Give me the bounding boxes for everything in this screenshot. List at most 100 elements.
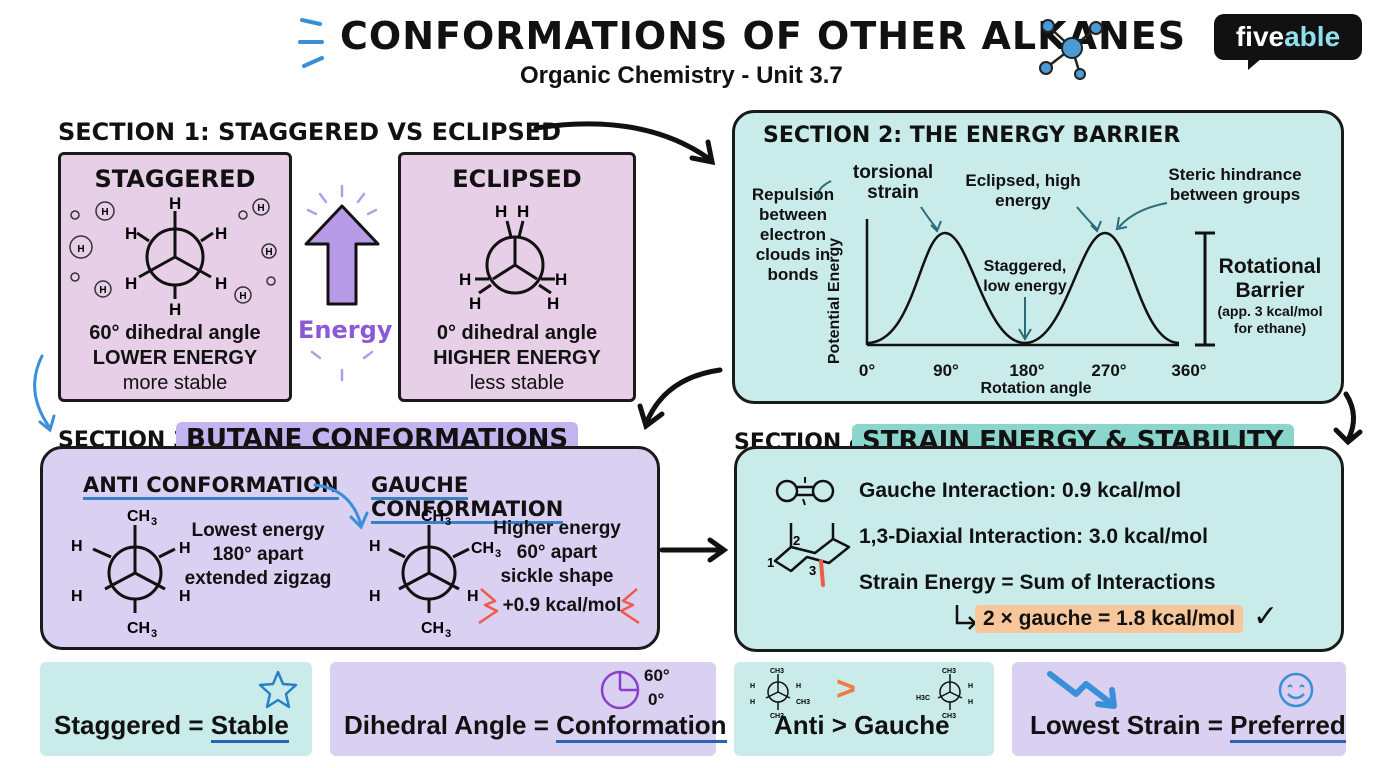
- eclipsed-energy: HIGHER ENERGY: [433, 347, 601, 369]
- gauche-shape: sickle shape: [500, 566, 614, 587]
- svg-text:H: H: [459, 270, 471, 289]
- diaxial-interaction-text: 1,3-Diaxial Interaction: 3.0 kcal/mol: [859, 525, 1208, 548]
- tick-180: 180°: [1009, 361, 1045, 380]
- svg-text:3: 3: [151, 516, 157, 528]
- svg-text:CH3: CH3: [770, 668, 784, 675]
- gauche-interaction-text: Gauche Interaction: 0.9 kcal/mol: [859, 479, 1182, 502]
- greater-than-icon: >: [836, 670, 856, 708]
- section3-to-4-arrow: [660, 537, 729, 563]
- page-subtitle: Organic Chemistry - Unit 3.7: [520, 62, 843, 89]
- svg-text:CH: CH: [471, 540, 494, 557]
- footer-3-text: Anti > Gauche: [774, 710, 950, 740]
- footer-card-2: 60° 0° Dihedral Angle = Conformation: [330, 662, 727, 756]
- svg-text:CH3: CH3: [770, 713, 784, 718]
- svg-text:3: 3: [445, 516, 451, 528]
- gauche-angle: 60° apart: [516, 542, 598, 563]
- svg-text:H: H: [968, 699, 973, 706]
- svg-text:CH: CH: [127, 509, 150, 525]
- strain-sum-text: Strain Energy = Sum of Interactions: [859, 571, 1216, 594]
- gauche-example: 2 × gauche = 1.8 kcal/mol: [975, 605, 1244, 633]
- energy-arrow: [304, 184, 380, 382]
- section1-to-2-arrow: [533, 121, 716, 166]
- svg-text:3: 3: [445, 628, 451, 639]
- svg-text:1: 1: [767, 555, 774, 570]
- strain-card: Gauche Interaction: 0.9 kcal/mol 1 2 3 1…: [734, 446, 1344, 652]
- eclipsed-high-note: Eclipsed, high energy: [965, 171, 1081, 210]
- tick-270: 270°: [1091, 361, 1127, 380]
- angle-0-label: 0°: [648, 690, 665, 709]
- svg-text:H: H: [101, 207, 108, 218]
- svg-text:H: H: [369, 588, 381, 605]
- svg-text:H: H: [99, 285, 106, 296]
- svg-text:H: H: [215, 274, 227, 293]
- gauche-cost: +0.9 kcal/mol: [502, 595, 622, 616]
- svg-text:H: H: [239, 291, 246, 302]
- svg-text:H: H: [796, 683, 801, 690]
- svg-text:CH: CH: [421, 620, 444, 637]
- svg-text:H: H: [555, 270, 567, 289]
- tick-360: 360°: [1171, 361, 1207, 380]
- header-dash-icon: [298, 18, 324, 68]
- svg-text:H: H: [215, 224, 227, 243]
- tick-90: 90°: [933, 361, 959, 380]
- smiley-icon: [1278, 672, 1314, 708]
- svg-text:H: H: [467, 588, 479, 605]
- svg-text:H: H: [750, 699, 755, 706]
- butane-card: ANTI CONFORMATION GAUCHE CONFORMATION CH…: [40, 446, 660, 650]
- gauche-cost-burst: [478, 588, 640, 625]
- eclipsed-angle: 0° dihedral angle: [436, 322, 598, 344]
- rotational-barrier-note: (app. 3 kcal/mol for ethane): [1217, 303, 1323, 336]
- anti-title: ANTI CONFORMATION: [83, 473, 339, 500]
- tick-0: 0°: [858, 361, 876, 380]
- svg-text:H3C: H3C: [916, 695, 930, 702]
- gauche-title: GAUCHE CONFORMATION: [371, 473, 564, 524]
- svg-text:H: H: [968, 683, 973, 690]
- svg-text:CH3: CH3: [942, 668, 956, 675]
- staggered-energy: LOWER ENERGY: [92, 347, 258, 369]
- section2-label: SECTION 2: THE ENERGY BARRIER: [763, 123, 1181, 148]
- svg-text:CH: CH: [127, 620, 150, 637]
- eclipsed-stability: less stable: [469, 372, 565, 394]
- atom-h: H: [169, 195, 181, 213]
- anti-to-gauche-arrow: [313, 483, 369, 530]
- section1-label: SECTION 1: STAGGERED VS ECLIPSED: [58, 118, 562, 146]
- svg-text:H: H: [547, 294, 559, 313]
- svg-text:H: H: [265, 247, 272, 258]
- svg-text:H: H: [517, 202, 529, 221]
- svg-text:H: H: [179, 588, 191, 605]
- svg-text:3: 3: [809, 563, 816, 578]
- gauche-interaction-icon: [775, 477, 835, 506]
- fiveable-logo[interactable]: fiveable: [1214, 14, 1362, 60]
- energy-label: Energy: [298, 316, 393, 344]
- section2-to-4-arrow: [1333, 391, 1363, 446]
- torsional-strain-note: torsional strain: [852, 162, 934, 203]
- star-icon: [258, 670, 298, 709]
- svg-text:2: 2: [793, 533, 800, 548]
- svg-text:CH3: CH3: [796, 699, 810, 706]
- svg-text:H: H: [71, 588, 83, 605]
- molecule-icon: [1039, 19, 1103, 80]
- staggered-title: STAGGERED: [94, 165, 256, 193]
- svg-text:H: H: [750, 683, 755, 690]
- footer-4-text: Lowest Strain = Preferred: [1030, 710, 1346, 743]
- y-axis-label: Potential Energy: [826, 237, 843, 365]
- eclipsed-title: ECLIPSED: [452, 165, 582, 193]
- svg-text:H: H: [169, 300, 181, 315]
- rotational-barrier-title: Rotational Barrier: [1218, 255, 1322, 302]
- energy-barrier-card: SECTION 2: THE ENERGY BARRIER Repulsion …: [732, 110, 1344, 404]
- anti-shape: extended zigzag: [184, 568, 332, 589]
- check-icon: ✓: [1253, 599, 1279, 634]
- gauche-energy: Higher energy: [493, 518, 621, 539]
- staggered-low-note: Staggered, low energy: [983, 258, 1067, 295]
- staggered-stability: more stable: [122, 372, 228, 394]
- staggered-angle: 60° dihedral angle: [89, 322, 261, 344]
- svg-text:H: H: [125, 274, 137, 293]
- anti-angle: 180° apart: [212, 544, 304, 565]
- footer-card-4: Lowest Strain = Preferred: [1012, 662, 1346, 756]
- footer-2-emphasis: Conformation: [556, 710, 727, 743]
